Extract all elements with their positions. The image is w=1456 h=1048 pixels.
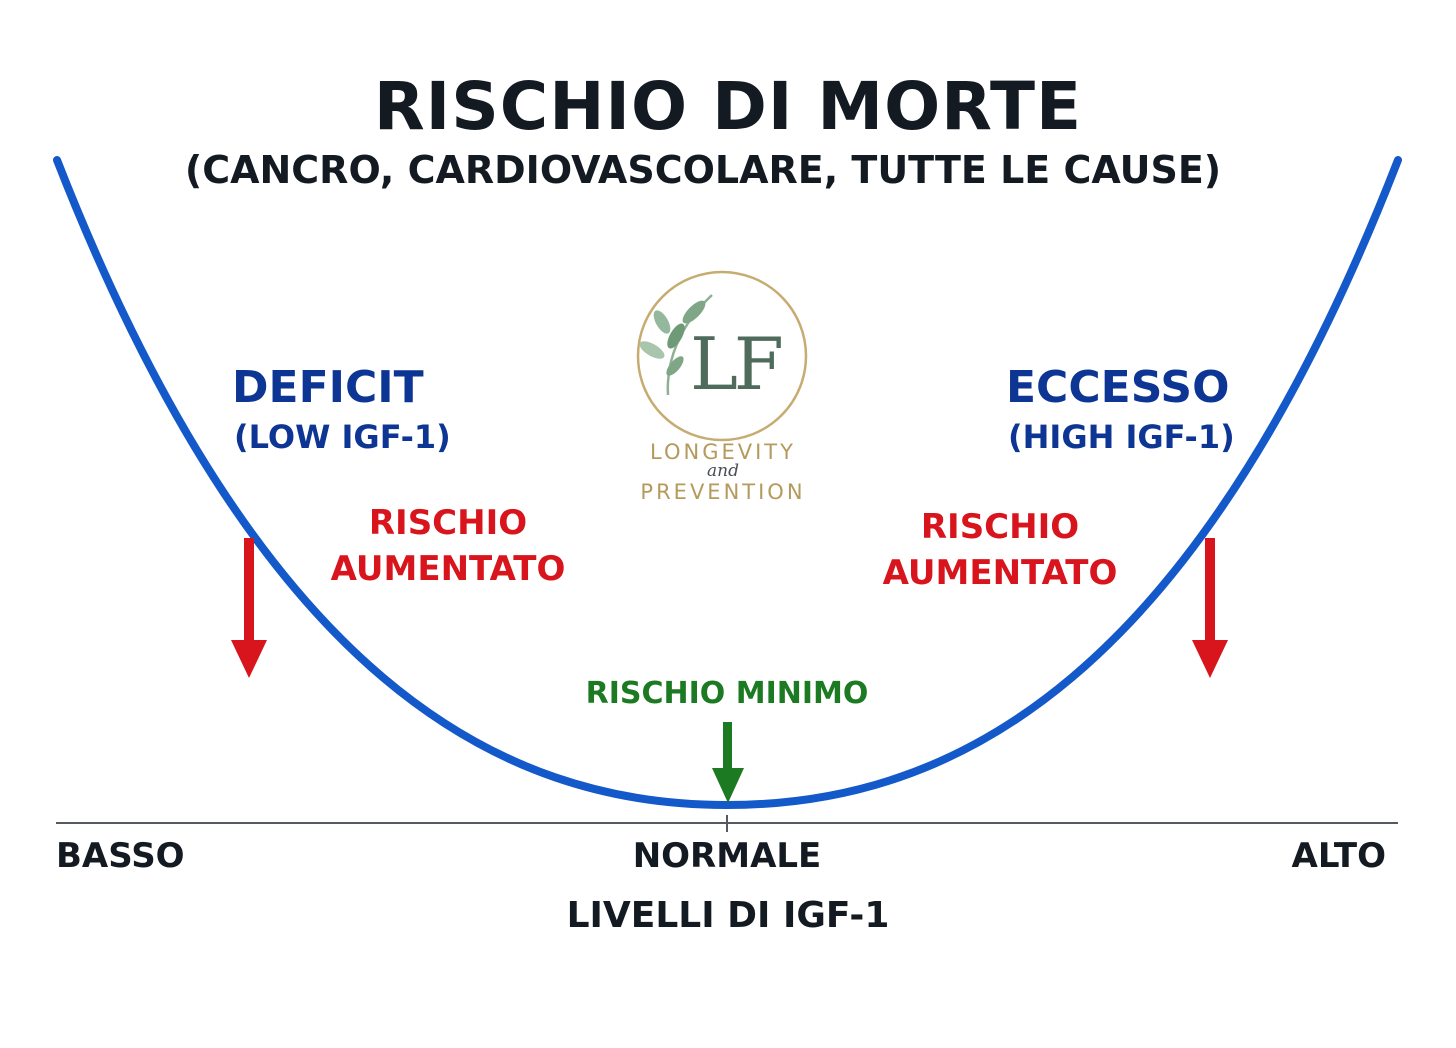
logo-line-and: and (707, 461, 739, 481)
logo-emblem (636, 270, 808, 442)
minimum-risk-label: RISCHIO MINIMO (585, 676, 869, 711)
deficit-label: DEFICIT (232, 362, 424, 413)
right-risk-label: RISCHIO AUMENTATO (870, 504, 1130, 596)
right-risk-line1: RISCHIO (920, 507, 1080, 547)
x-axis-mid-label: NORMALE (632, 836, 822, 876)
chart-subtitle: (CANCRO, CARDIOVASCOLARE, TUTTE LE CAUSE… (184, 148, 1222, 192)
risk-curve (53, 156, 1402, 810)
chart-title: RISCHIO DI MORTE (373, 68, 1083, 145)
minimum-risk-arrow (712, 722, 744, 803)
left-risk-label: RISCHIO AUMENTATO (318, 500, 578, 592)
logo-monogram-text: LF (690, 322, 784, 406)
logo-line-longevity: LONGEVITY (650, 440, 796, 464)
x-axis-low-label: BASSO (56, 836, 185, 876)
x-axis-high-label: ALTO (1291, 836, 1386, 876)
left-risk-arrow (231, 538, 267, 678)
eccesso-sublabel: (HIGH IGF-1) (1008, 418, 1235, 456)
olive-branch-icon (639, 294, 713, 396)
right-risk-line2: AUMENTATO (882, 553, 1118, 593)
left-risk-line2: AUMENTATO (330, 549, 566, 589)
eccesso-label: ECCESSO (1006, 362, 1230, 413)
logo-monogram: LF (670, 322, 800, 406)
deficit-sublabel: (LOW IGF-1) (234, 418, 451, 456)
logo-line-prevention: PREVENTION (640, 480, 806, 504)
right-risk-arrow (1192, 538, 1228, 678)
left-risk-line1: RISCHIO (368, 503, 528, 543)
x-axis-title: LIVELLI DI IGF-1 (566, 895, 890, 936)
